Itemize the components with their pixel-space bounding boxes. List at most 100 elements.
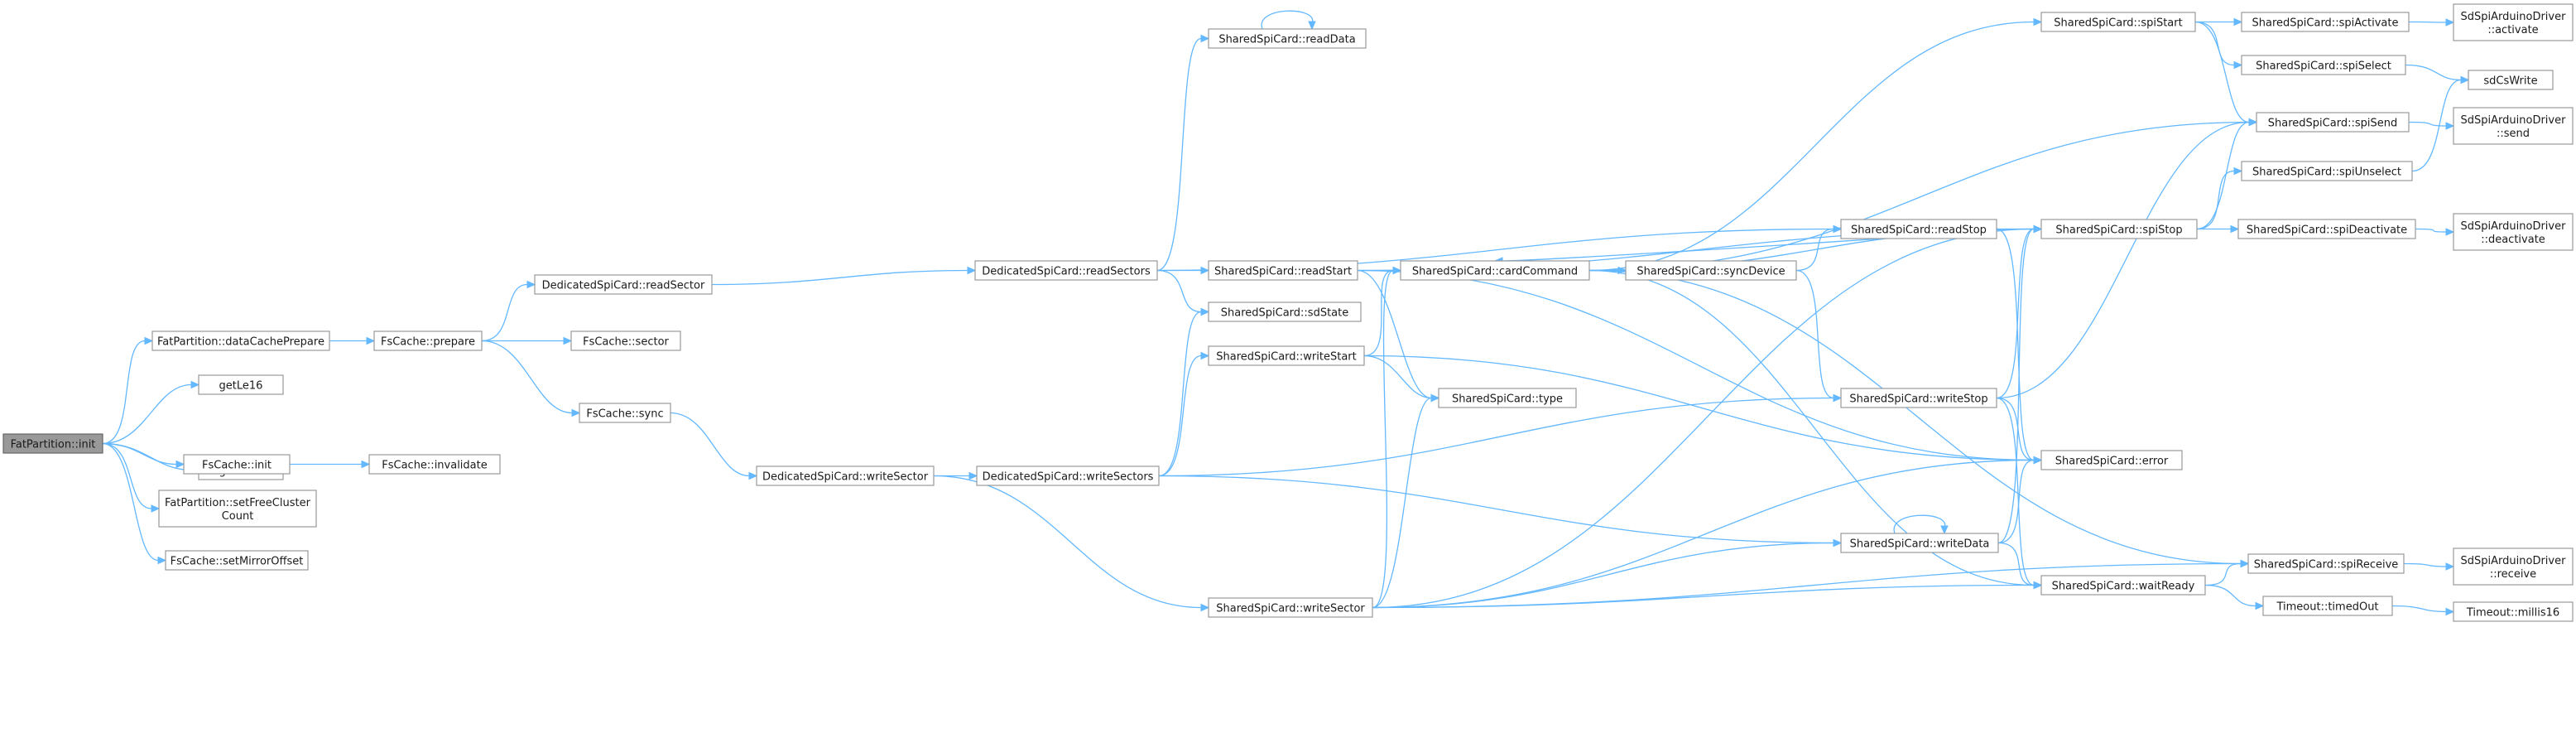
node-spistop[interactable]: SharedSpiCard::spiStop: [2040, 219, 2198, 239]
node-init[interactable]: FatPartition::init: [2, 433, 103, 454]
node-box: [2247, 553, 2405, 574]
edge-fsync-to-dsws: [670, 412, 758, 480]
node-label: SharedSpiCard::readData: [1218, 34, 1355, 46]
node-box: [2040, 219, 2198, 239]
node-fsec[interactable]: FsCache::sector: [570, 330, 681, 351]
edge-line: [1588, 269, 2035, 586]
edge-dswss-to-wstart: [1158, 351, 1210, 477]
edge-line: [2194, 21, 2235, 66]
edge-spisend-to-drvsend: [2408, 121, 2455, 130]
node-dcp[interactable]: FatPartition::dataCachePrepare: [151, 330, 330, 351]
arrowhead-icon: [526, 280, 536, 289]
node-label: SharedSpiCard::writeStart: [1216, 351, 1357, 364]
edge-line: [933, 475, 1202, 609]
node-drvdeact[interactable]: SdSpiArduinoDriver::deactivate: [2453, 213, 2574, 251]
node-box: [2241, 12, 2410, 32]
node-inval[interactable]: FsCache::invalidate: [368, 454, 501, 475]
edge-line: [1372, 397, 1432, 609]
edge-prep-to-dsrs: [481, 280, 536, 342]
edge-line: [2204, 584, 2256, 607]
node-spirecv[interactable]: SharedSpiCard::spiReceive: [2247, 553, 2405, 574]
edge-wstart-to-error: [1363, 355, 2043, 465]
node-sdstate[interactable]: SharedSpiCard::sdState: [1208, 301, 1362, 322]
arrowhead-icon: [2460, 75, 2470, 84]
node-spisend[interactable]: SharedSpiCard::spiSend: [2256, 112, 2410, 133]
node-smo[interactable]: FsCache::setMirrorOffset: [165, 550, 309, 571]
edge-spiunsel-to-sdcs: [2411, 75, 2470, 172]
node-box: [151, 330, 330, 351]
node-box: [1840, 219, 1997, 239]
edge-spideact-to-drvdeact: [2415, 228, 2455, 236]
edge-syncdev-to-wstop: [1795, 269, 1843, 403]
node-drvrecv[interactable]: SdSpiArduinoDriver::receive: [2453, 547, 2574, 586]
edge-line: [481, 340, 573, 414]
node-wdata[interactable]: SharedSpiCard::writeData: [1840, 533, 1999, 553]
edge-line: [102, 383, 192, 445]
node-label: SdSpiArduinoDriver: [2461, 555, 2567, 567]
edge-wsector-to-type: [1372, 393, 1440, 609]
node-dsws[interactable]: DedicatedSpiCard::writeSector: [756, 465, 935, 486]
node-spiunsel[interactable]: SharedSpiCard::spiUnselect: [2241, 161, 2413, 181]
node-drvact[interactable]: SdSpiArduinoDriver::activate: [2453, 3, 2574, 41]
node-box: [756, 465, 935, 486]
node-error[interactable]: SharedSpiCard::error: [2040, 450, 2183, 470]
node-millis[interactable]: Timeout::millis16: [2453, 601, 2574, 622]
node-box: [2453, 547, 2574, 586]
node-drvsend[interactable]: SdSpiArduinoDriver::send: [2453, 107, 2574, 145]
node-timedout[interactable]: Timeout::timedOut: [2262, 596, 2393, 616]
node-label: DedicatedSpiCard::readSector: [542, 280, 705, 292]
node-box: [1625, 260, 1797, 281]
node-fcinit[interactable]: FsCache::init: [183, 454, 291, 475]
arrowhead-icon: [1430, 393, 1440, 403]
node-prep[interactable]: FsCache::prepare: [373, 330, 483, 351]
node-rstop[interactable]: SharedSpiCard::readStop: [1840, 219, 1997, 239]
node-label: Timeout::timedOut: [2276, 601, 2378, 614]
node-rdata[interactable]: SharedSpiCard::readData: [1208, 28, 1367, 49]
node-wsector[interactable]: SharedSpiCard::writeSector: [1208, 597, 1373, 618]
edge-init-to-fcinit: [102, 442, 185, 469]
edge-line: [1795, 269, 1834, 399]
node-label: DedicatedSpiCard::writeSectors: [983, 471, 1154, 484]
arrowhead-icon: [2230, 224, 2240, 234]
node-label: FatPartition::init: [11, 439, 96, 451]
node-fsync[interactable]: FsCache::sync: [579, 403, 671, 423]
edge-line: [711, 269, 968, 286]
node-wstop[interactable]: SharedSpiCard::writeStop: [1840, 388, 1997, 408]
edge-line: [1372, 228, 2035, 609]
node-dsrs[interactable]: DedicatedSpiCard::readSector: [534, 274, 713, 295]
node-spistart[interactable]: SharedSpiCard::spiStart: [2040, 12, 2196, 32]
node-spisel[interactable]: SharedSpiCard::spiSelect: [2241, 55, 2406, 75]
node-wready[interactable]: SharedSpiCard::waitReady: [2040, 575, 2206, 596]
edge-spirecv-to-drvrecv: [2403, 562, 2455, 571]
arrowhead-icon: [2445, 228, 2455, 236]
node-label: FatPartition::setFreeCluster: [165, 497, 311, 509]
node-sdcs[interactable]: sdCsWrite: [2468, 70, 2554, 90]
edge-init-to-le16: [102, 380, 200, 445]
edge-line: [1158, 475, 1834, 544]
node-label: SharedSpiCard::readStart: [1214, 266, 1352, 278]
edge-line: [1997, 542, 2035, 586]
node-wstart[interactable]: SharedSpiCard::writeStart: [1208, 345, 1365, 366]
node-label: SharedSpiCard::writeSector: [1216, 603, 1365, 615]
node-spiact[interactable]: SharedSpiCard::spiActivate: [2241, 12, 2410, 32]
node-label: SharedSpiCard::writeData: [1850, 538, 1990, 551]
node-le16[interactable]: getLe16: [198, 374, 284, 395]
node-label: ::activate: [2487, 24, 2538, 36]
node-dswss[interactable]: DedicatedSpiCard::writeSectors: [976, 465, 1160, 486]
arrowhead-icon: [1200, 603, 1210, 612]
edge-ccmd-to-spistart: [1588, 17, 2043, 272]
node-label: SharedSpiCard::writeStop: [1849, 393, 1987, 406]
edge-wstart-to-ccmd: [1363, 266, 1402, 357]
node-spideact[interactable]: SharedSpiCard::spiDeactivate: [2237, 219, 2416, 239]
node-rstart[interactable]: SharedSpiCard::readStart: [1208, 260, 1358, 281]
node-type[interactable]: SharedSpiCard::type: [1438, 388, 1577, 408]
arrowhead-icon: [1200, 351, 1210, 360]
edge-line: [2403, 562, 2447, 567]
arrowhead-icon: [2445, 122, 2455, 130]
node-dsrss[interactable]: DedicatedSpiCard::readSectors: [974, 260, 1158, 281]
node-syncdev[interactable]: SharedSpiCard::syncDevice: [1625, 260, 1797, 281]
node-ccmd[interactable]: SharedSpiCard::cardCommand: [1400, 260, 1590, 281]
edge-line: [1363, 355, 2035, 461]
edge-dsrs-to-dsrss: [711, 266, 977, 286]
